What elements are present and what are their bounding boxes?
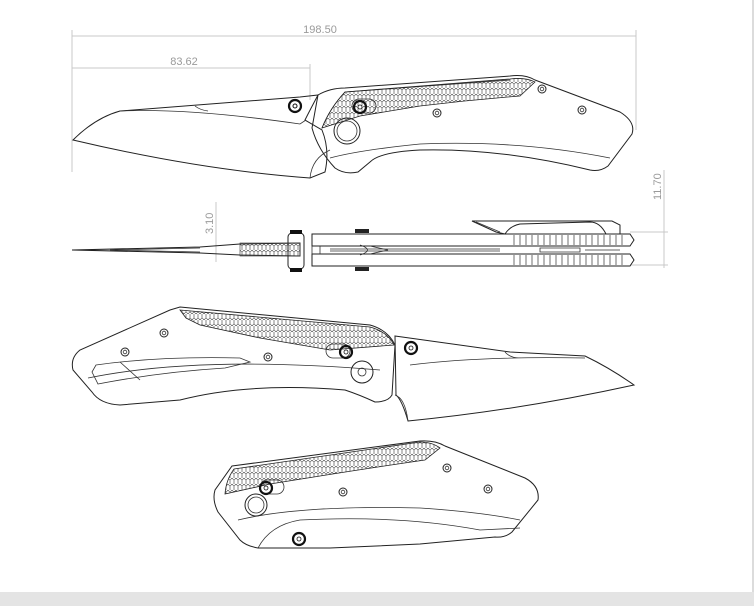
dimension-blade-thickness: 3.10 (204, 202, 217, 262)
dimension-overall-length: 198.50 (71, 24, 637, 172)
view-reverse-open (71, 306, 636, 422)
view-closed (213, 440, 539, 549)
footer-bar (0, 592, 754, 606)
dimension-blade-length: 83.62 (72, 56, 311, 100)
handle-grooves (513, 235, 623, 265)
dimension-handle-thickness: 11.70 (630, 170, 668, 268)
dim-11-70: 11.70 (652, 173, 664, 200)
drawing-canvas: 198.50 83.62 3.10 11.70 (0, 0, 754, 592)
view-side-open (72, 75, 634, 179)
view-top-edge (71, 220, 635, 272)
knife-drawing: 198.50 83.62 3.10 11.70 (71, 24, 668, 549)
dim-3-10: 3.10 (204, 213, 216, 234)
dim-83-62: 83.62 (170, 56, 198, 68)
dim-198-50: 198.50 (303, 24, 337, 36)
